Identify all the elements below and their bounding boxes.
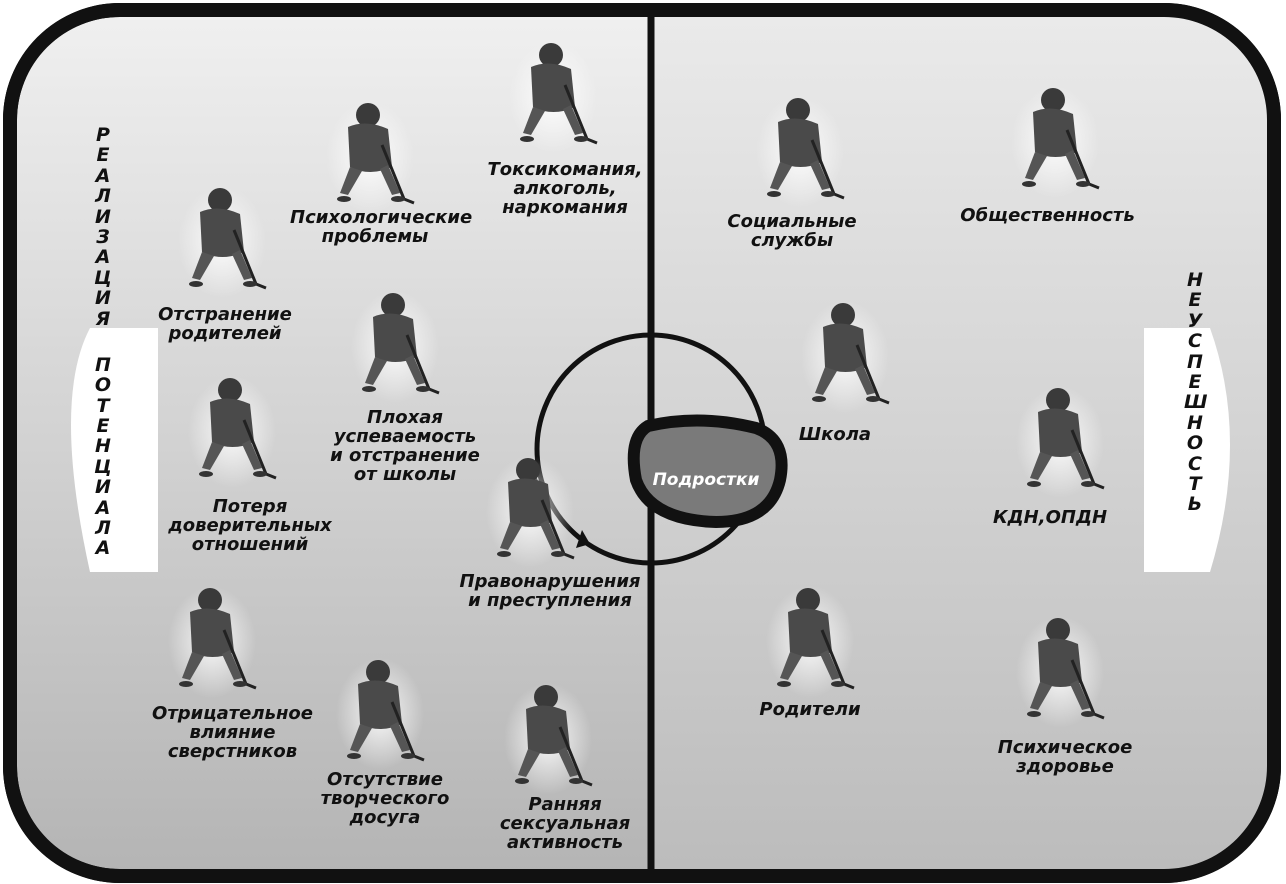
right-goal-crease [1144,328,1230,572]
player-icon [324,99,416,215]
player-icon [799,299,891,415]
label-parents: Родители [759,699,861,720]
player-icon [754,94,846,210]
player-icon [1009,84,1101,200]
left-goal-crease [71,328,158,572]
label-substance-abuse: Токсикомания,алкоголь,наркомания [487,159,643,218]
label-public: Общественность [960,205,1135,226]
puck [627,414,788,529]
player-icon [166,584,258,700]
center-label: Подростки [653,470,760,490]
player-icon [507,39,599,155]
player-icon [1014,384,1106,500]
player-icon [764,584,856,700]
player-icon [502,681,594,797]
player-icon [484,454,576,570]
player-icon [186,374,278,490]
player-icon [1014,614,1106,730]
player-icon [349,289,441,405]
label-kdn-opdn: КДН,ОПДН [992,507,1108,528]
label-school: Школа [798,424,872,445]
player-icon [176,184,268,300]
player-icon [334,656,426,772]
